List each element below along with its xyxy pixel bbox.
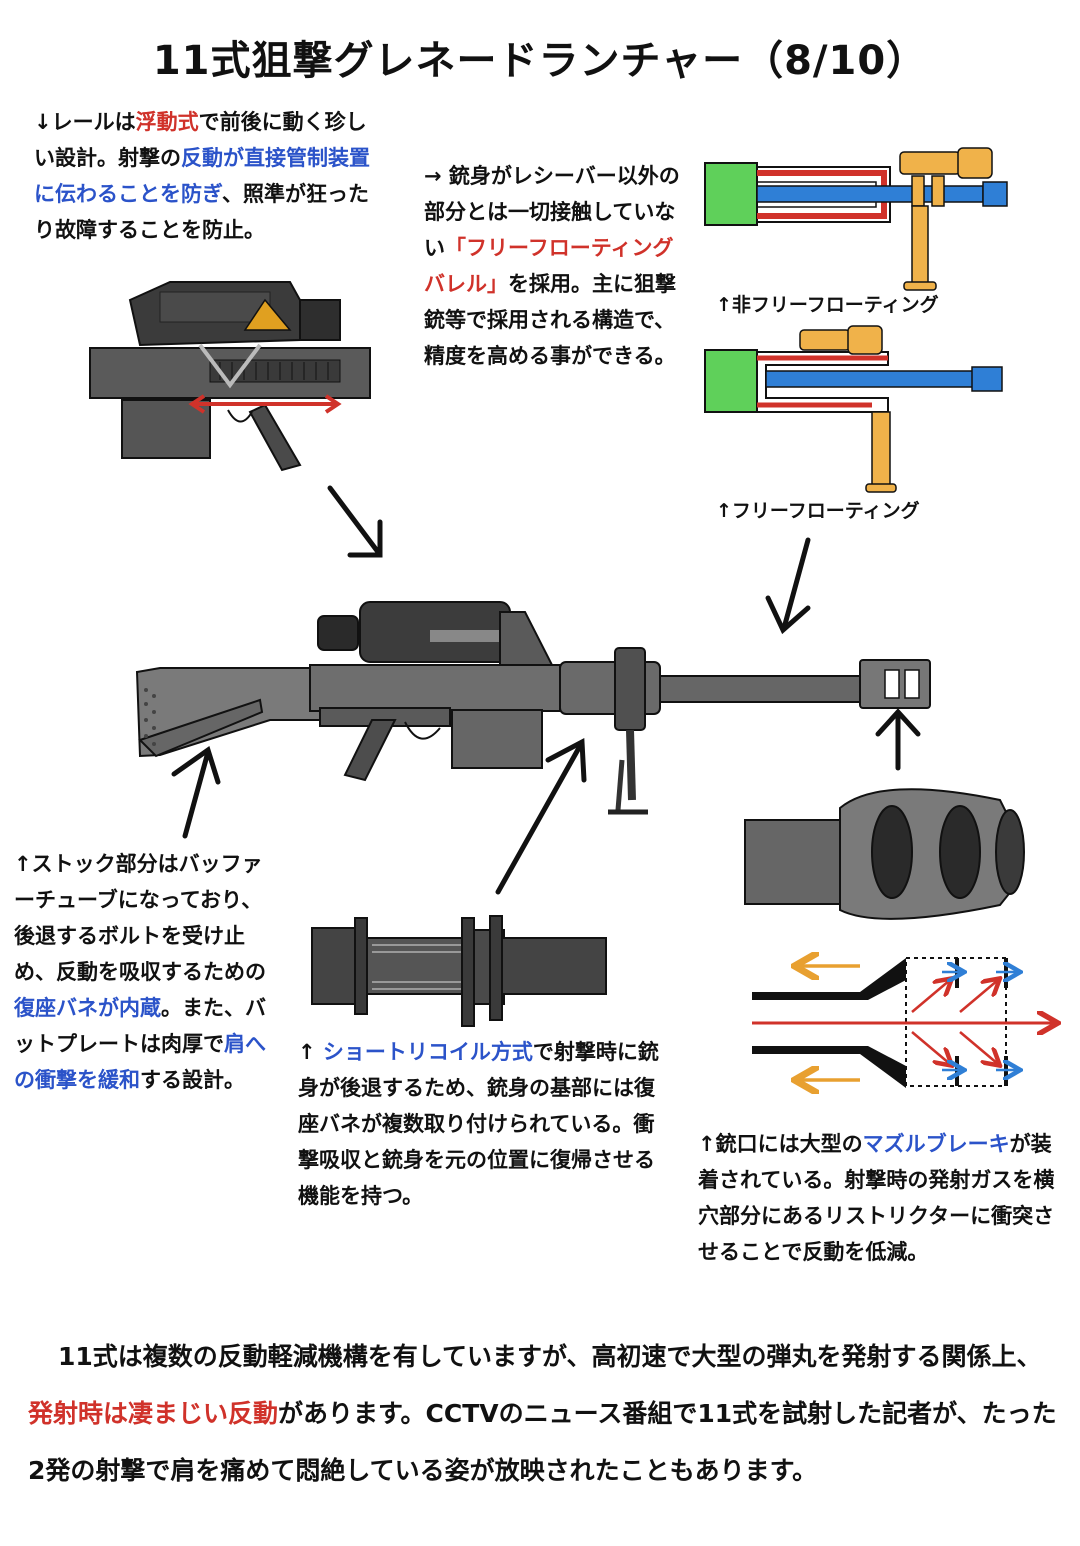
fire-control-illustration	[89, 281, 371, 472]
arrow-down-right-icon	[327, 485, 383, 558]
recoil-note: ↑ ショートリコイル方式で射撃時に銃身が後退するため、銃身の基部には復座バネが複…	[298, 1034, 660, 1214]
stock-note-highlight-shoulder: 肩への衝撃を緩和	[14, 1032, 266, 1092]
barrel-note-highlight: 「フリーフローティングバレル」	[424, 236, 674, 296]
muzzle-brake-closeup	[744, 788, 1025, 920]
muzzle-note-highlight: マズルブレーキ	[862, 1132, 1010, 1156]
rifle-illustration	[135, 601, 931, 815]
bottom-highlight: 発射時は凄まじい反動	[28, 1399, 279, 1428]
barrel-note-text-1: → 銃身がレシーバー以外の部分とは一切接触していない	[424, 164, 680, 260]
rail-teeth	[219, 362, 329, 380]
buttplate-texture	[144, 688, 156, 746]
rail-note-text-2: で前後に動く珍しい設計。射撃の	[34, 110, 367, 170]
label-free-floating: ↑フリーフローティング	[716, 500, 920, 522]
rail-note-text-1: ↓レールは	[34, 110, 136, 134]
stock-note-text-3: する設計。	[140, 1068, 245, 1092]
muzzle-note-text-2: が装着されている。射撃時の発射ガスを横穴部分にあるリストリクターに衝突させること…	[698, 1132, 1055, 1264]
recoil-note-highlight: ショートリコイル方式	[322, 1040, 533, 1064]
recoil-note-text-2: で射撃時に銃身が後退するため、銃身の基部には復座バネが複数取り付けられている。衝…	[298, 1040, 659, 1208]
free-floating-diagram	[704, 325, 1003, 493]
stock-note-text-2: 。また、バットプレートは肉厚で	[14, 996, 266, 1056]
arrow-up-icon	[875, 708, 921, 771]
recoil-note-text-1: ↑	[298, 1040, 323, 1064]
barrel-note: → 銃身がレシーバー以外の部分とは一切接触していない「フリーフローティングバレル…	[424, 158, 682, 374]
non-free-floating-diagram	[704, 147, 1008, 291]
barrel-note-text-2: を採用。主に狙撃銃等で採用される構造で、精度を高める事ができる。	[424, 272, 676, 368]
rail-note-highlight-recoil: 反動が直接管制装置に伝わることを防ぎ	[34, 146, 370, 206]
muzzle-note-text-1: ↑銃口には大型の	[698, 1132, 863, 1156]
stock-note-text-1: ↑ストック部分はバッファーチューブになっており、後退するボルトを受け止め、反動を…	[14, 852, 266, 984]
page-title: 11式狙撃グレネードランチャー（8/10）	[152, 38, 928, 84]
arrow-up-right-icon	[495, 737, 587, 895]
bottom-text-1: 11式は複数の反動軽減機構を有していますが、高初速で大型の弾丸を発射する関係上、	[58, 1342, 1042, 1371]
rail-note-text-3: 、照準が狂ったり故障することを防止。	[34, 182, 369, 242]
bottom-text-2: があります。CCTVのニュース番組で11式を試射した記者が、たった2発の射撃で肩…	[28, 1399, 1057, 1485]
arrow-down-left-icon	[765, 537, 811, 635]
gas-flow-diagram	[752, 958, 1055, 1088]
arrow-up-left-icon	[171, 745, 221, 839]
recoil-spring-illustration	[311, 915, 607, 1027]
stock-note-highlight-spring: 復座バネが内蔵	[14, 996, 161, 1020]
muzzle-note: ↑銃口には大型のマズルブレーキが装着されている。射撃時の発射ガスを横穴部分にある…	[698, 1126, 1060, 1270]
bottom-paragraph: 11式は複数の反動軽減機構を有していますが、高初速で大型の弾丸を発射する関係上、…	[28, 1328, 1058, 1499]
label-non-free-floating: ↑非フリーフローティング	[716, 294, 939, 316]
rail-note-highlight-floating: 浮動式	[135, 110, 199, 134]
rail-note: ↓レールは浮動式で前後に動く珍しい設計。射撃の反動が直接管制装置に伝わることを防…	[34, 104, 374, 248]
stock-note: ↑ストック部分はバッファーチューブになっており、後退するボルトを受け止め、反動を…	[14, 846, 280, 1098]
